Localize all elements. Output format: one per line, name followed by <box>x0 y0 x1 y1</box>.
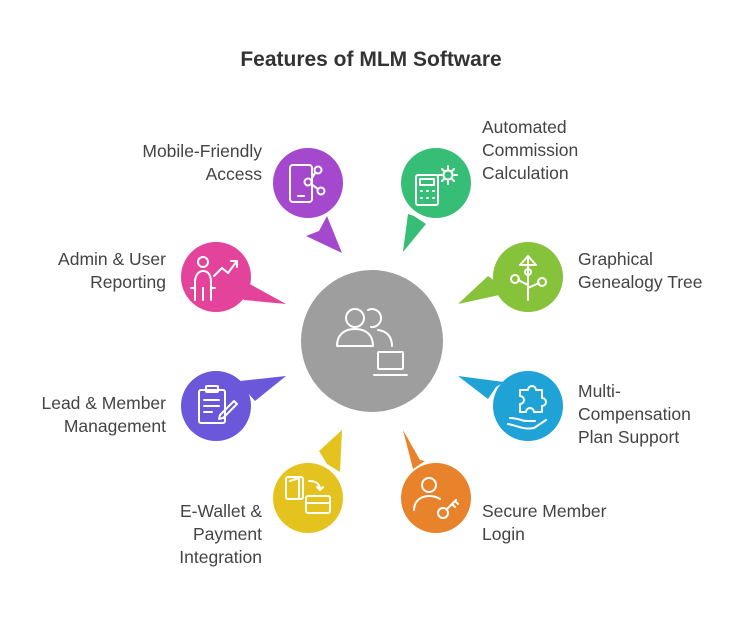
feature-label-genealogy: Graphical Genealogy Tree <box>578 249 703 292</box>
feature-node-mobile[interactable] <box>273 148 343 253</box>
feature-label-mobile: Mobile-Friendly Access <box>142 141 262 184</box>
calculator-gear-icon <box>415 165 458 206</box>
center-node <box>301 270 443 412</box>
feature-node-reporting[interactable] <box>181 242 286 312</box>
tree-icon <box>510 255 547 301</box>
feature-label-reporting: Admin & User Reporting <box>58 249 166 292</box>
feature-label-login: Secure Member Login <box>482 501 607 544</box>
feature-label-lead: Lead & Member Management <box>41 393 166 436</box>
users-laptop-icon <box>336 308 408 376</box>
feature-node-wallet[interactable] <box>273 430 343 533</box>
feature-label-commission: Automated Commission Calculation <box>482 117 579 183</box>
feature-node-login[interactable] <box>401 430 471 533</box>
person-growth-icon <box>190 256 238 301</box>
feature-node-commission[interactable] <box>401 148 471 252</box>
feature-label-compensation: Multi- Compensation Plan Support <box>578 381 691 447</box>
feature-node-genealogy[interactable] <box>458 242 563 312</box>
clipboard-pen-icon <box>198 385 238 424</box>
feature-node-compensation[interactable] <box>458 371 563 441</box>
mobile-share-icon <box>289 164 326 203</box>
feature-label-wallet: E-Wallet & Payment Integration <box>179 501 262 567</box>
user-key-icon <box>413 477 459 519</box>
wallet-transfer-icon <box>285 476 331 514</box>
diagram-title: Features of MLM Software <box>240 48 502 71</box>
feature-node-lead[interactable] <box>181 371 286 441</box>
puzzle-hand-icon <box>507 385 547 430</box>
